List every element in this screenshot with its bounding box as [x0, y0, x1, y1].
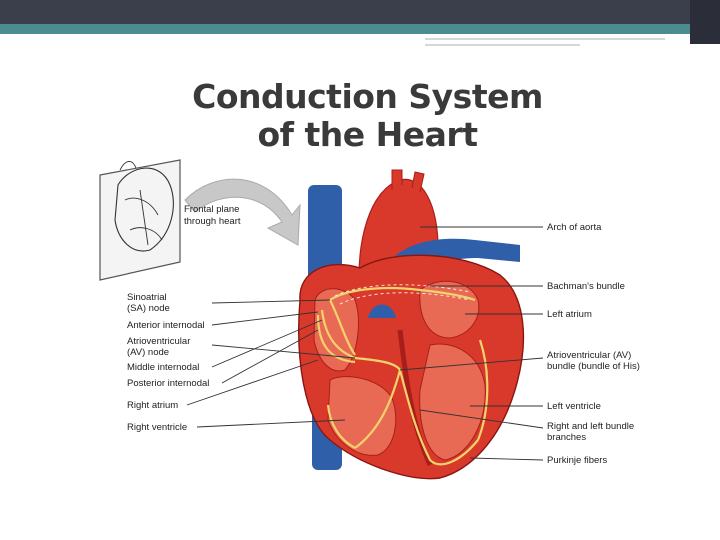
label-right-atrium: Right atrium — [127, 400, 178, 411]
inset-label-line-1: Frontal plane — [184, 204, 239, 215]
label-middle-internodal: Middle internodal — [127, 362, 199, 373]
label-purkinje-fibers: Purkinje fibers — [547, 455, 607, 466]
label-av-bundle-1: Atrioventricular (AV) — [547, 350, 631, 361]
header-accent-bar — [0, 24, 720, 34]
title-line-2: of the Heart — [257, 115, 478, 154]
right-leader-lines — [399, 226, 544, 461]
label-bundle-branches-2: branches — [547, 432, 586, 443]
label-av-node-2: (AV) node — [127, 347, 169, 358]
label-left-atrium: Left atrium — [547, 309, 592, 320]
heart-illustration — [298, 169, 525, 480]
frontal-plane-inset — [99, 159, 181, 281]
inset-label-line-2: through heart — [184, 216, 241, 227]
label-posterior-internodal: Posterior internodal — [127, 378, 209, 389]
header-corner-block — [690, 0, 720, 44]
title-line-1: Conduction System — [192, 77, 543, 116]
label-sa-node-1: Sinoatrial — [127, 292, 167, 303]
label-av-bundle-2: bundle (bundle of His) — [547, 361, 640, 372]
header-bar — [0, 0, 720, 24]
conduction-fibers-white — [334, 284, 471, 305]
left-leader-lines — [186, 299, 356, 428]
direction-arrow — [184, 178, 301, 246]
label-arch-of-aorta: Arch of aorta — [547, 222, 602, 233]
label-sa-node-2: (SA) node — [127, 303, 170, 314]
label-left-ventricle: Left ventricle — [547, 401, 601, 412]
label-bachmans-bundle: Bachman's bundle — [547, 281, 625, 292]
label-av-node-1: Atrioventricular — [127, 336, 190, 347]
header-rule-short — [425, 44, 580, 46]
label-right-ventricle: Right ventricle — [127, 422, 187, 433]
label-anterior-internodal: Anterior internodal — [127, 320, 205, 331]
slide-title: Conduction System of the Heart — [0, 78, 720, 154]
label-bundle-branches-1: Right and left bundle — [547, 421, 634, 432]
header-rule — [425, 38, 665, 40]
conduction-pathways — [316, 286, 489, 466]
